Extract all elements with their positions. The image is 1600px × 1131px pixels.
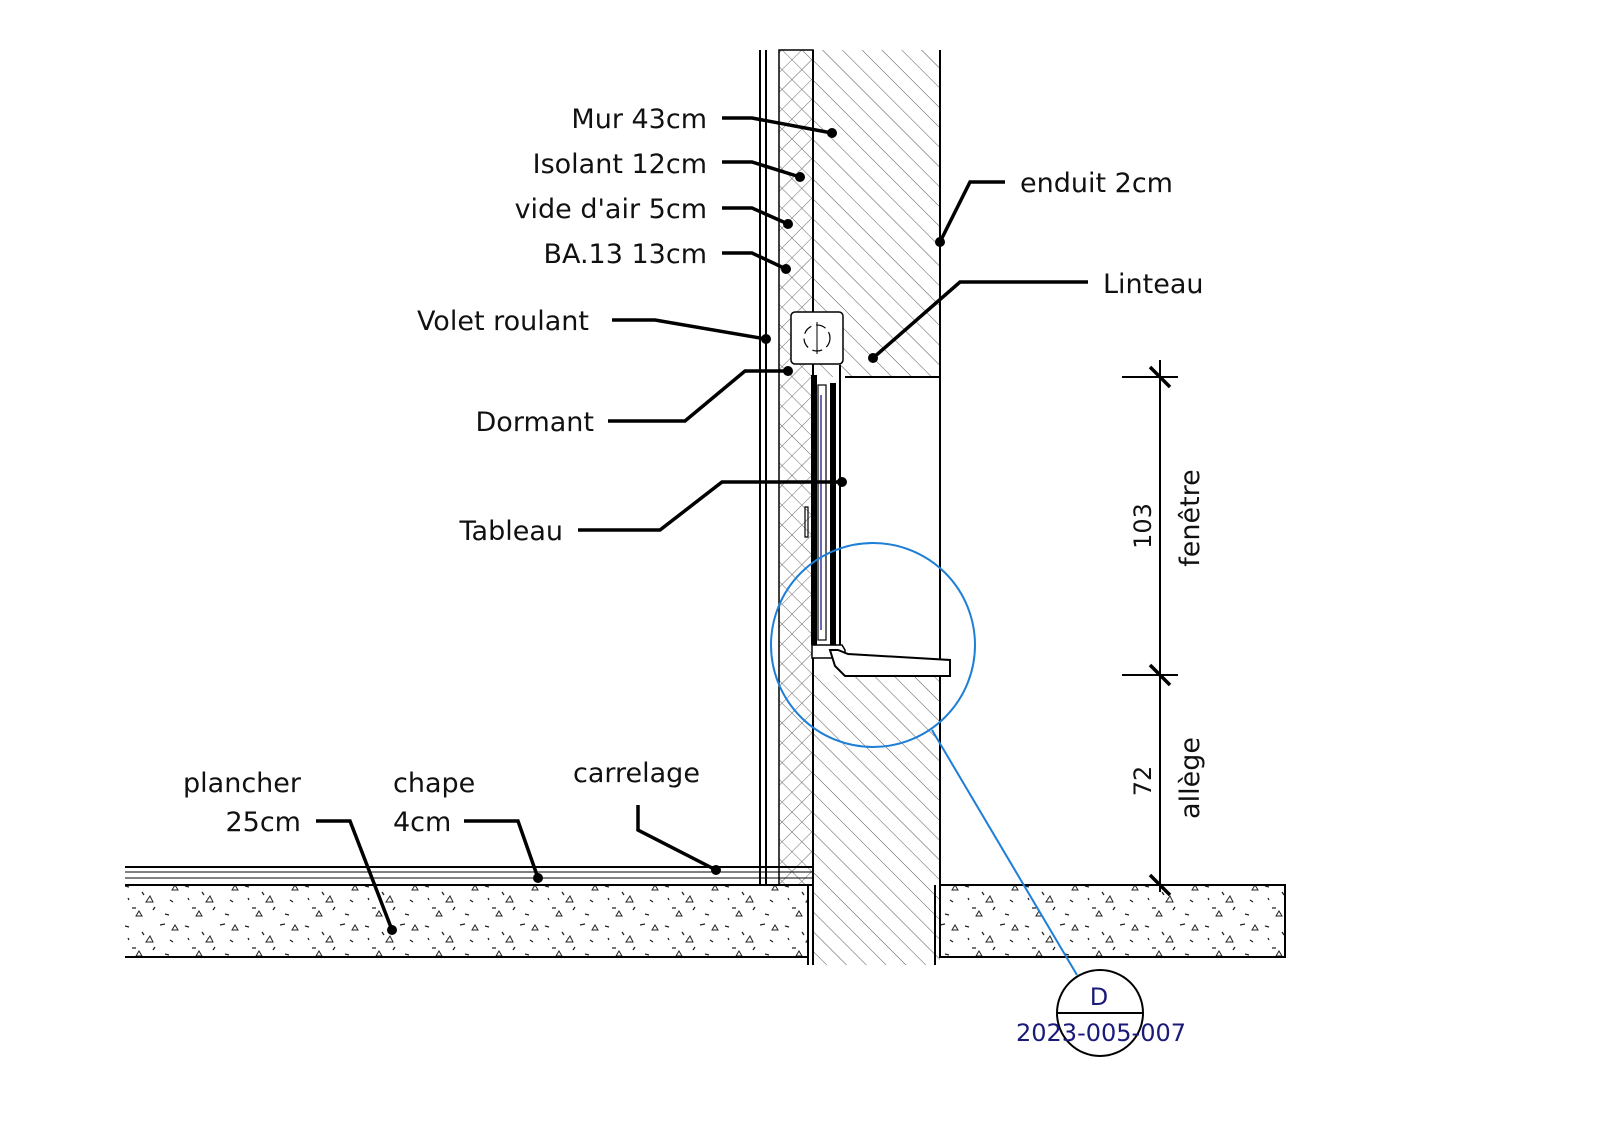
- floor-left: [125, 866, 813, 965]
- detail-letter: D: [1090, 983, 1108, 1011]
- plasterboard: [759, 50, 767, 885]
- label-vide-air: vide d'air 5cm: [515, 194, 707, 225]
- detail-callout[interactable]: [770, 542, 1144, 1057]
- roller-shutter: [790, 311, 844, 365]
- dimension-line: [1122, 360, 1178, 897]
- dim-fenetre-value: 103: [1129, 503, 1157, 549]
- label-chape-thickness: 4cm: [393, 807, 451, 838]
- label-ba13: BA.13 13cm: [543, 239, 707, 270]
- label-plancher: plancher: [183, 768, 302, 799]
- dim-fenetre-label: fenêtre: [1175, 469, 1206, 567]
- label-linteau: Linteau: [1103, 269, 1204, 300]
- label-chape: chape: [393, 768, 475, 799]
- label-dormant: Dormant: [476, 407, 594, 438]
- floor-right: [939, 884, 1286, 958]
- dim-allege-value: 72: [1129, 766, 1157, 797]
- detail-reference: 2023-005-007: [1016, 1019, 1186, 1047]
- label-enduit: enduit 2cm: [1020, 168, 1173, 199]
- label-carrelage: carrelage: [573, 758, 700, 789]
- label-mur: Mur 43cm: [571, 104, 707, 135]
- label-tableau: Tableau: [459, 516, 563, 547]
- dim-allege-label: allège: [1175, 737, 1206, 819]
- label-plancher-thickness: 25cm: [225, 807, 301, 838]
- label-isolant: Isolant 12cm: [533, 149, 707, 180]
- leader-lines: [316, 116, 1088, 935]
- window-frame: [804, 365, 951, 677]
- label-volet: Volet roulant: [417, 306, 589, 337]
